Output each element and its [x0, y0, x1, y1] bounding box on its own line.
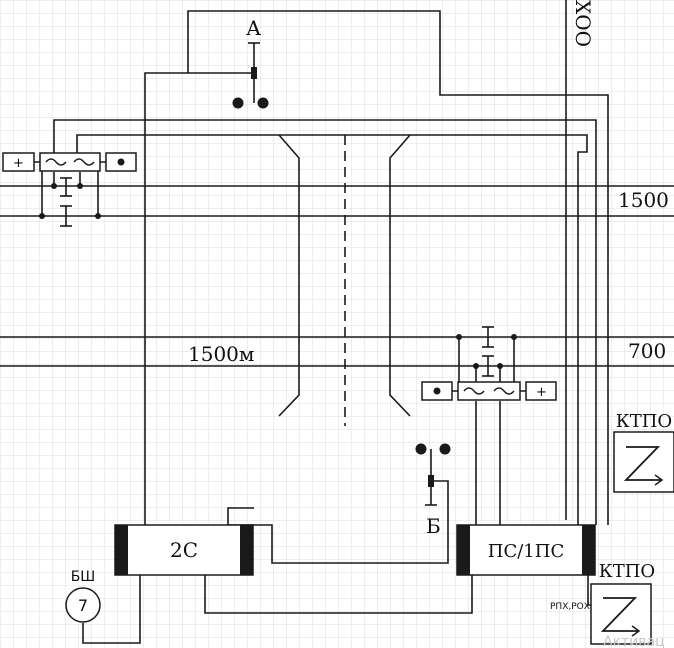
crossover-right: [389, 134, 411, 417]
bsh-label: БШ: [71, 569, 96, 585]
right-choke-box: [457, 381, 521, 401]
unit-2c-label: 2С: [170, 538, 198, 562]
dist-1500-left: 1500м: [188, 342, 254, 366]
unit-2c: 2С: [114, 524, 254, 576]
dist-700-right: 700: [628, 339, 666, 363]
left-impedance-block: +: [2, 152, 137, 219]
dist-1500-right: 1500: [618, 188, 669, 212]
khoo-label: ХОО: [571, 0, 595, 47]
wire-a-left: [144, 72, 254, 525]
left-plus-sign: +: [13, 156, 24, 171]
unit-ps-label: ПС/1ПС: [488, 541, 564, 562]
right-plus-sign: +: [536, 385, 547, 400]
wire-bsh: [82, 575, 141, 644]
ktpo-lower-label: КТПО: [599, 561, 655, 582]
right-plus-box: [525, 381, 557, 401]
unit-ps: ПС/1ПС: [456, 524, 596, 576]
switch-b-label: Б: [426, 514, 441, 538]
switch-a-label: А: [246, 16, 261, 40]
right-impedance-block: +: [421, 334, 557, 401]
switch-b-dot-right: [439, 443, 451, 455]
watermark-text: Активац: [603, 634, 665, 648]
ktpo-upper-label: КТПО: [616, 411, 672, 432]
wire-b-right: [227, 480, 449, 564]
ktpo-lower: КТПО: [590, 561, 655, 645]
rph-rox-label: РПХ,РОХ: [550, 602, 590, 612]
bsh-signal: 7 БШ: [65, 569, 101, 623]
switch-b-contact: [428, 475, 434, 487]
crossover-left: [278, 134, 300, 417]
switch-a-contact: [251, 67, 257, 79]
bsh-number: 7: [78, 596, 88, 615]
ktpo-upper: КТПО: [613, 411, 674, 493]
wire-ktpo-lower: [587, 575, 591, 606]
switch-a-dot-left: [232, 97, 244, 109]
switch-b-dot-left: [415, 443, 427, 455]
switch-a-dot-right: [257, 97, 269, 109]
left-choke-box: [39, 152, 101, 172]
wire-right-loop: [53, 119, 597, 525]
wire-inner-loop: [76, 134, 588, 525]
wire-top-loop: [187, 10, 609, 525]
wire-lower-loop: [204, 575, 473, 614]
